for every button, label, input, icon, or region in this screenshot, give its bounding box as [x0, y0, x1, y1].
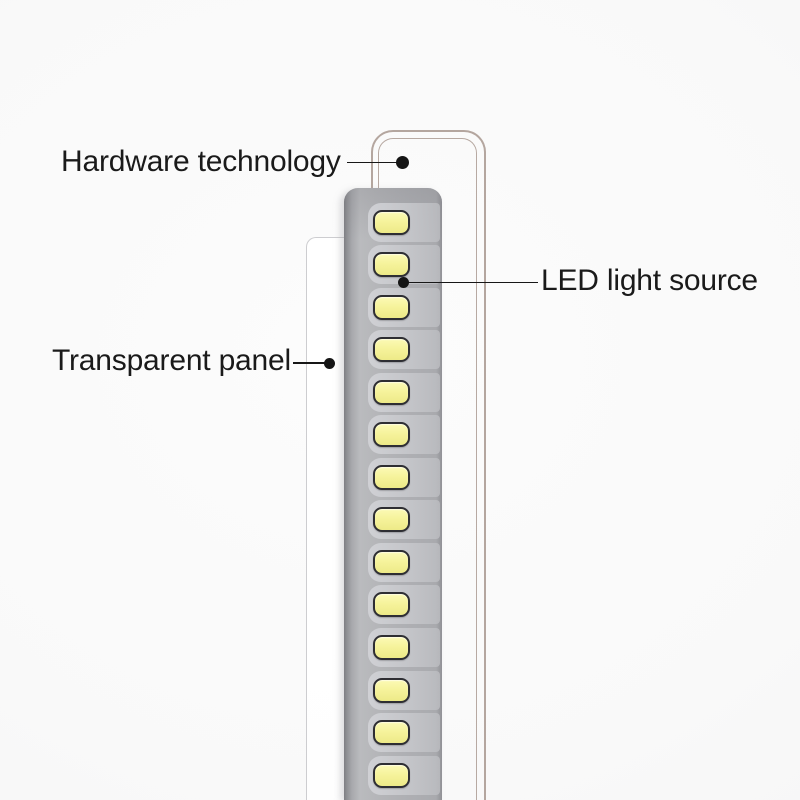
led-light-source-label: LED light source	[541, 264, 758, 297]
hardware-technology-label: Hardware technology	[61, 145, 341, 178]
led-chip	[373, 549, 410, 575]
hardware-callout-line	[347, 161, 399, 163]
hardware-callout-dot	[396, 156, 409, 169]
led-chip	[373, 762, 410, 788]
panel-callout-line	[293, 362, 326, 364]
led-chip	[373, 677, 410, 703]
led-chip	[373, 252, 410, 278]
led-chip	[373, 464, 410, 490]
transparent-panel-label: Transparent panel	[52, 344, 291, 377]
panel-callout-dot	[324, 358, 335, 369]
led-chip	[373, 337, 410, 363]
led-callout-line	[406, 281, 538, 283]
led-chip	[373, 209, 410, 235]
led-strip	[344, 188, 442, 800]
led-chip	[373, 422, 410, 448]
led-chip	[373, 379, 410, 405]
led-callout-dot	[398, 277, 409, 288]
led-chip	[373, 507, 410, 533]
led-chip	[373, 294, 410, 320]
led-chip	[373, 720, 410, 746]
led-chip	[373, 635, 410, 660]
led-chip	[373, 592, 410, 618]
